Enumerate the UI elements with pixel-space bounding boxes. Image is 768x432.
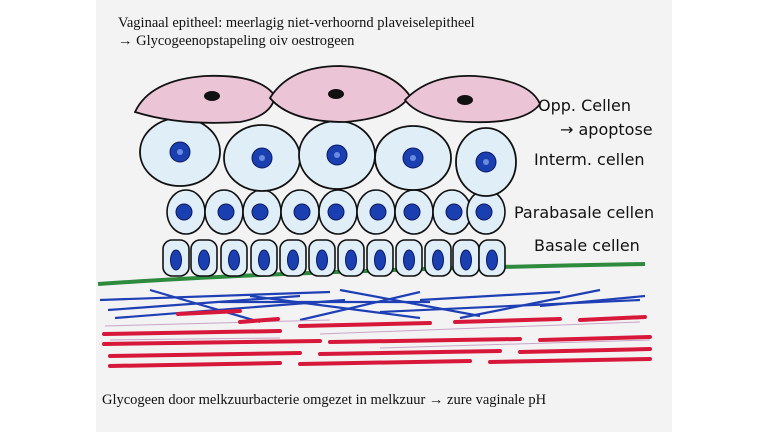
nucleus	[374, 249, 386, 271]
nucleus	[170, 249, 182, 271]
collagen-fiber-red	[328, 337, 522, 344]
pyknotic-nucleus	[328, 89, 344, 99]
nucleolus	[410, 155, 416, 161]
collagen-fiber-red	[102, 339, 322, 346]
nucleus	[287, 249, 299, 271]
collagen-fiber-red	[298, 321, 432, 328]
nucleus	[217, 203, 235, 221]
nucleolus	[334, 152, 340, 158]
collagen-fiber-red	[518, 347, 652, 354]
label-parabasal-cells: Parabasale cellen	[514, 203, 655, 222]
collagen-fiber-red	[238, 317, 280, 324]
nucleus	[228, 249, 240, 271]
caption-top-line1: Vaginaal epitheel: meerlagig niet-verhoo…	[118, 15, 475, 31]
nucleus	[475, 203, 493, 221]
nucleus	[432, 249, 444, 271]
collagen-fiber-red	[298, 359, 472, 366]
fiber-thin	[104, 319, 331, 327]
label-apoptosis: → apoptose	[560, 120, 653, 139]
nucleus	[293, 203, 311, 221]
nucleus	[345, 249, 357, 271]
collagen-fiber-blue	[149, 288, 261, 324]
nucleus	[198, 249, 210, 271]
collagen-fiber-red	[578, 315, 647, 322]
nucleus	[445, 203, 463, 221]
collagen-fiber-blue	[299, 290, 421, 322]
fiber-thin	[109, 337, 281, 341]
parabasal-cell-layer	[166, 189, 506, 235]
collagen-fiber-blue	[249, 294, 421, 320]
nucleus	[460, 249, 472, 271]
nucleus	[369, 203, 387, 221]
pyknotic-nucleus	[457, 95, 473, 105]
superficial-cell-layer	[133, 65, 542, 124]
superficial-cell	[133, 74, 276, 124]
collagen-fiber-blue	[419, 290, 561, 302]
caption-top: Vaginaal epitheel: meerlagig niet-verhoo…	[118, 14, 475, 50]
collagen-fiber-red	[176, 309, 242, 316]
nucleolus	[259, 155, 265, 161]
label-superficial-cells: Opp. Cellen	[538, 96, 631, 115]
nucleus	[403, 249, 415, 271]
collagen-fiber-blue	[379, 298, 641, 314]
nucleus	[403, 203, 421, 221]
nucleus	[486, 249, 498, 271]
label-basal-cells: Basale cellen	[534, 236, 640, 255]
nucleolus	[177, 149, 183, 155]
nucleus	[316, 249, 328, 271]
fiber-thin	[319, 321, 641, 335]
fiber-thin	[379, 339, 651, 349]
collagen-fiber-red	[488, 357, 652, 364]
nucleus	[251, 203, 269, 221]
basement-membrane	[97, 262, 646, 286]
nucleolus	[483, 159, 489, 165]
pyknotic-nucleus	[204, 91, 220, 101]
caption-bottom: Glycogeen door melkzuurbacterie omgezet …	[102, 392, 547, 408]
nucleus	[175, 203, 193, 221]
nucleus	[327, 203, 345, 221]
nucleus	[258, 249, 270, 271]
caption-top-line2: → Glycogeenopstapeling oiv oestrogeen	[118, 33, 355, 49]
label-intermediate-cells: Interm. cellen	[534, 150, 645, 169]
intermediate-cell-layer	[139, 117, 517, 197]
collagen-fiber-red	[453, 317, 562, 324]
collagen-fiber-red	[108, 351, 302, 358]
connective-tissue	[99, 288, 652, 368]
collagen-fiber-red	[108, 361, 282, 368]
collagen-fiber-red	[102, 329, 282, 336]
collagen-fiber-blue	[99, 290, 331, 302]
collagen-fiber-red	[538, 335, 652, 342]
basal-cell-layer	[162, 239, 506, 277]
collagen-fiber-red	[318, 349, 502, 356]
